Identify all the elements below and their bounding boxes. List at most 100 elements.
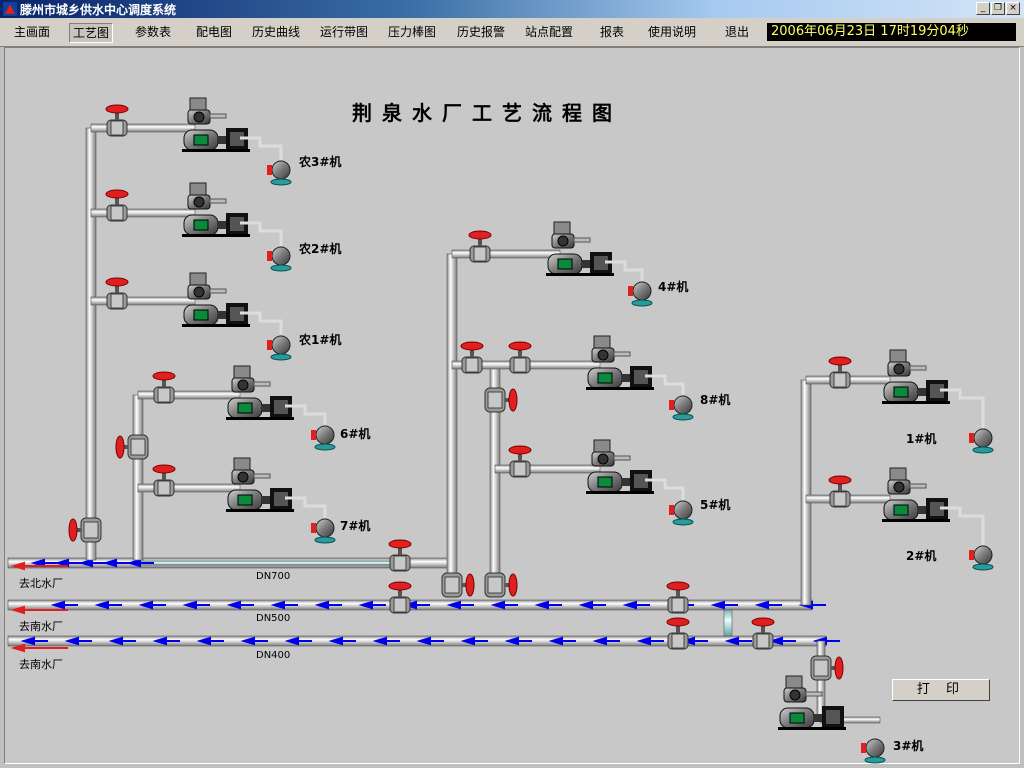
label-pump-1: 1#机 — [906, 432, 937, 446]
flow-arrow — [30, 558, 58, 568]
motor-5 — [668, 500, 694, 526]
minimize-button[interactable]: _ — [976, 2, 990, 15]
flow-arrow — [314, 600, 342, 610]
valve-7[interactable] — [152, 464, 176, 497]
menu-item-process[interactable]: 工艺图 — [69, 23, 114, 43]
flow-arrow — [182, 600, 210, 610]
motor-2 — [968, 545, 994, 571]
flow-arrow — [416, 636, 444, 646]
dest-arrow-south-2 — [10, 643, 68, 653]
menu-item-manual[interactable]: 使用说明 — [648, 25, 697, 39]
pipe-motor-link — [285, 404, 327, 425]
menu-item-history-alarm[interactable]: 历史报警 — [457, 25, 506, 39]
label-pump-nong1: 农1#机 — [299, 333, 342, 347]
restore-button[interactable]: ❐ — [991, 2, 1005, 15]
menu-item-station-config[interactable]: 站点配置 — [525, 25, 574, 39]
pipe-motor-link — [605, 260, 644, 281]
flow-arrow — [372, 636, 400, 646]
pipe-motor-link — [940, 388, 985, 428]
menu-item-history-curve[interactable]: 历史曲线 — [252, 25, 301, 39]
flow-arrow — [724, 636, 752, 646]
valve-dn500-right[interactable] — [666, 581, 690, 614]
flow-arrow — [680, 636, 708, 646]
valve-center-top[interactable] — [460, 341, 484, 374]
pipe-riser-center — [446, 253, 458, 591]
flow-arrow — [402, 600, 430, 610]
close-button[interactable]: × — [1006, 2, 1020, 15]
flow-arrow — [54, 558, 82, 568]
flow-arrow — [196, 636, 224, 646]
valve-pump3[interactable] — [810, 655, 844, 681]
valve-dn500[interactable] — [388, 581, 412, 614]
menu-bar: 主画面 工艺图 参数表 配电图 历史曲线 运行带图 压力棒图 历史报警 站点配置… — [0, 18, 1024, 47]
pipe-dn700-highlight — [139, 560, 391, 566]
flow-arrow — [490, 600, 518, 610]
app-icon — [3, 2, 17, 16]
menu-item-pressure-bar[interactable]: 压力棒图 — [388, 25, 437, 39]
flow-arrow — [138, 600, 166, 610]
flow-arrow — [270, 600, 298, 610]
flow-arrow — [102, 558, 130, 568]
valve-6[interactable] — [152, 371, 176, 404]
datetime-display: 2006年06月23日 17时19分04秒 — [767, 23, 1016, 41]
flow-arrow — [636, 636, 664, 646]
flow-arrow — [64, 636, 92, 646]
menu-item-report[interactable]: 报表 — [600, 25, 625, 39]
menu-item-main[interactable]: 主画面 — [14, 25, 51, 39]
valve-riser-center-bottom[interactable] — [441, 572, 475, 598]
print-button[interactable]: 打 印 — [892, 679, 990, 701]
pipe-branch — [90, 208, 196, 218]
valve-riser-center-2[interactable] — [484, 387, 518, 413]
pipe-motor-link — [645, 374, 685, 395]
motor-7 — [310, 518, 336, 544]
valve-nong2[interactable] — [105, 189, 129, 222]
motor-4 — [627, 281, 653, 307]
flow-arrow — [754, 600, 782, 610]
menu-item-power[interactable]: 配电图 — [196, 25, 233, 39]
pipe-motor-link — [240, 221, 283, 246]
flow-arrow — [328, 636, 356, 646]
flow-arrow — [78, 558, 106, 568]
flow-arrow — [50, 600, 78, 610]
valve-nong1[interactable] — [105, 277, 129, 310]
flow-arrow — [548, 636, 576, 646]
pipe-motor-link — [645, 478, 685, 500]
valve-riser-mid[interactable] — [115, 434, 149, 460]
pipe-branch — [90, 123, 196, 133]
flow-arrow — [460, 636, 488, 646]
flow-arrow — [578, 600, 606, 610]
flow-arrow — [94, 600, 122, 610]
pump-2 — [881, 467, 951, 523]
pipe-branch — [137, 483, 241, 493]
label-pump-5: 5#机 — [700, 498, 731, 512]
valve-4[interactable] — [468, 230, 492, 263]
valve-5[interactable] — [508, 445, 532, 478]
menu-item-run-band[interactable]: 运行带图 — [320, 25, 369, 39]
valve-dn400-far[interactable] — [751, 617, 775, 650]
menu-item-exit[interactable]: 退出 — [725, 25, 750, 39]
valve-riser-left[interactable] — [68, 517, 102, 543]
flow-arrow — [20, 636, 48, 646]
valve-dn400-right[interactable] — [666, 617, 690, 650]
pipe-motor-link — [285, 496, 327, 518]
valve-1[interactable] — [828, 356, 852, 389]
pipe-label-dn500: DN500 — [256, 613, 291, 624]
pipe-branch — [137, 390, 241, 400]
flow-arrow — [768, 636, 796, 646]
label-pump-3: 3#机 — [893, 739, 924, 753]
flow-arrow — [358, 600, 386, 610]
flow-arrow — [534, 600, 562, 610]
pipe-branch — [451, 249, 561, 259]
valve-nong3[interactable] — [105, 104, 129, 137]
motor-3 — [860, 738, 886, 764]
valve-dn700[interactable] — [388, 539, 412, 572]
dest-label-south-2: 去南水厂 — [19, 658, 63, 671]
flow-arrow — [126, 558, 154, 568]
valve-riser-center-2-bottom[interactable] — [484, 572, 518, 598]
motor-nong3 — [266, 160, 292, 186]
menu-item-params[interactable]: 参数表 — [135, 25, 172, 39]
valve-2[interactable] — [828, 475, 852, 508]
pump-4 — [545, 221, 615, 277]
pipe-riser-left — [85, 127, 97, 561]
valve-8[interactable] — [508, 341, 532, 374]
